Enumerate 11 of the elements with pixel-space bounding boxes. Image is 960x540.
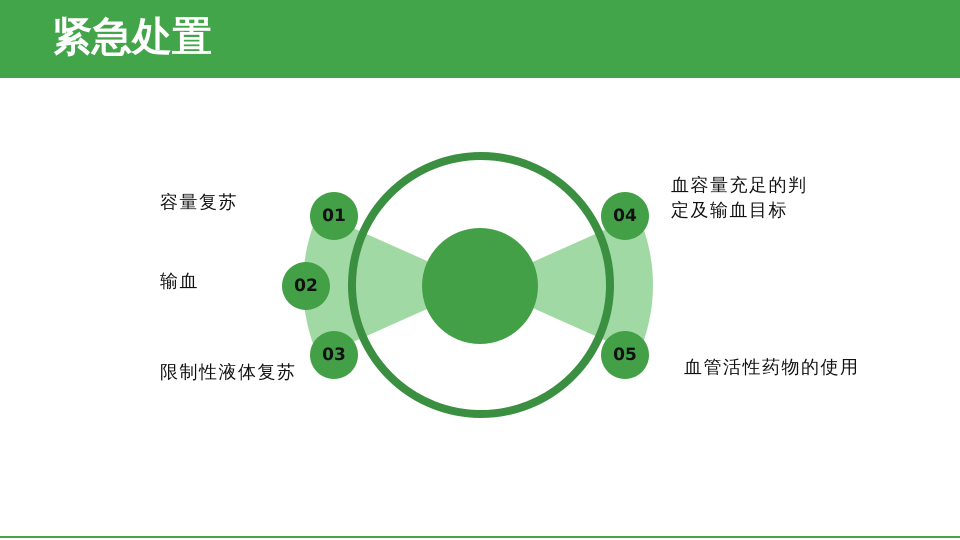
number-circle: 02 [282, 262, 330, 310]
number-circle: 03 [310, 331, 358, 379]
item-label: 限制性液体复苏 [160, 361, 296, 385]
item-label: 容量复苏 [160, 191, 238, 215]
title: 紧急处置 [52, 13, 212, 62]
item-label: 输血 [160, 270, 199, 294]
number-circle: 04 [601, 192, 649, 240]
number-circle: 01 [310, 192, 358, 240]
item-label: 血容量充足的判定及输血目标 [671, 174, 808, 223]
item-label: 血管活性药物的使用 [684, 356, 860, 380]
number-circle: 05 [601, 331, 649, 379]
